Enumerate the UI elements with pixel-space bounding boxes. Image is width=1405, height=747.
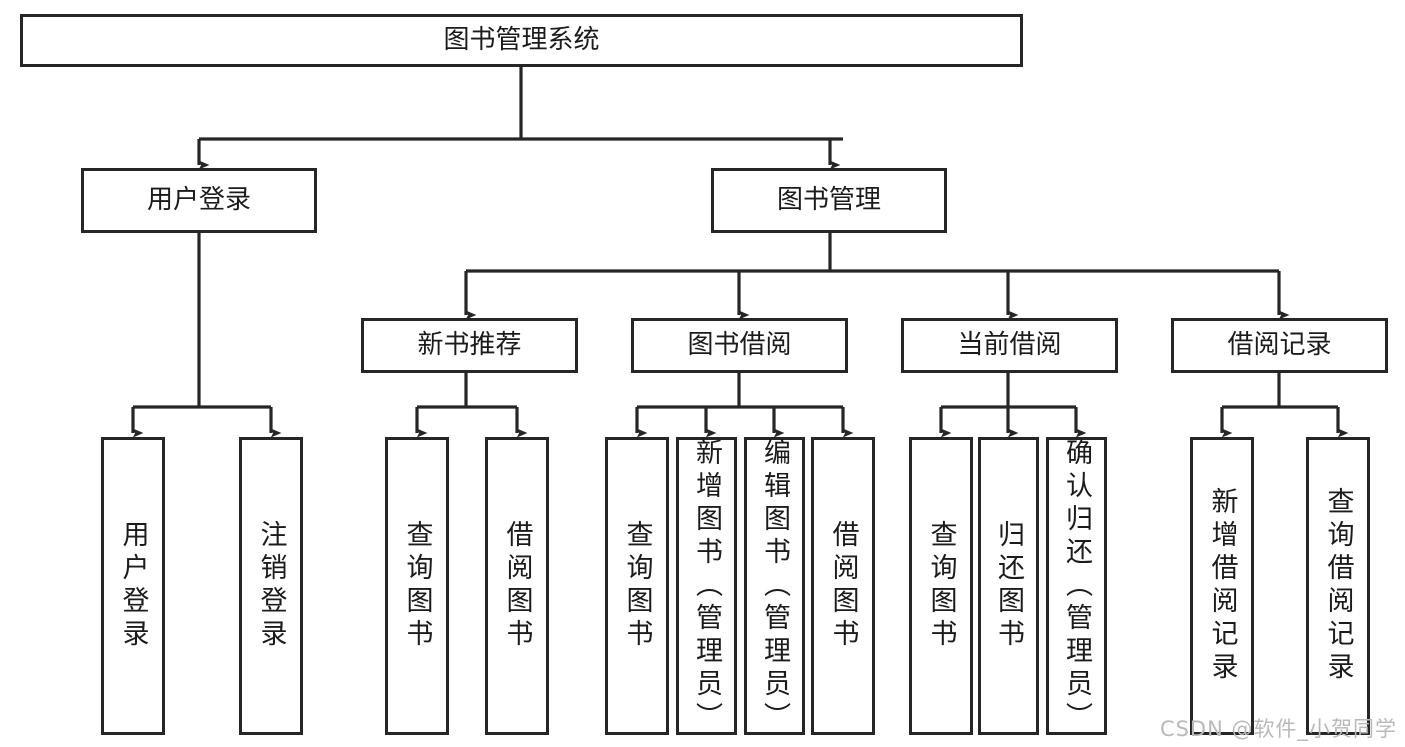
node-leaf-borrow-book-2[interactable]: 借阅图书	[811, 437, 875, 735]
node-leaf-query-book-1-label: 查询图书	[401, 520, 433, 652]
node-leaf-return-book[interactable]: 归还图书	[978, 437, 1039, 735]
node-user-login-label: 用户登录	[146, 184, 251, 215]
node-leaf-borrow-book-2-label: 借阅图书	[827, 520, 859, 652]
node-current-borrow-label: 当前借阅	[957, 329, 1062, 360]
node-leaf-add-book[interactable]: 新增图书（管理员）	[676, 437, 737, 735]
node-leaf-edit-book-label: 编辑图书（管理员）	[759, 437, 790, 735]
node-root-label: 图书管理系统	[443, 24, 600, 55]
node-leaf-add-record[interactable]: 新增借阅记录	[1190, 437, 1254, 735]
node-book-borrow[interactable]: 图书借阅	[631, 318, 848, 373]
node-leaf-add-record-label: 新增借阅记录	[1206, 487, 1238, 685]
node-user-login[interactable]: 用户登录	[81, 168, 317, 233]
node-leaf-return-book-label: 归还图书	[993, 520, 1024, 652]
node-leaf-query-record[interactable]: 查询借阅记录	[1306, 437, 1370, 735]
node-leaf-query-book-3[interactable]: 查询图书	[909, 437, 973, 735]
node-leaf-user-login-label: 用户登录	[117, 520, 149, 652]
node-root[interactable]: 图书管理系统	[20, 14, 1023, 67]
node-current-borrow[interactable]: 当前借阅	[901, 318, 1118, 373]
node-leaf-borrow-book-1-label: 借阅图书	[501, 520, 533, 652]
node-new-book-recommend-label: 新书推荐	[417, 329, 522, 360]
node-leaf-confirm-return[interactable]: 确认归还（管理员）	[1046, 437, 1107, 735]
node-leaf-query-book-2[interactable]: 查询图书	[605, 437, 669, 735]
node-leaf-user-login[interactable]: 用户登录	[101, 437, 165, 735]
node-borrow-record-label: 借阅记录	[1227, 329, 1332, 360]
node-book-borrow-label: 图书借阅	[687, 329, 792, 360]
node-leaf-add-book-label: 新增图书（管理员）	[691, 437, 722, 735]
node-leaf-query-book-2-label: 查询图书	[621, 520, 653, 652]
node-borrow-record[interactable]: 借阅记录	[1171, 318, 1388, 373]
node-leaf-logout-label: 注销登录	[255, 520, 287, 652]
node-leaf-query-book-1[interactable]: 查询图书	[385, 437, 449, 735]
node-new-book-recommend[interactable]: 新书推荐	[361, 318, 578, 373]
node-leaf-borrow-book-1[interactable]: 借阅图书	[485, 437, 549, 735]
node-leaf-confirm-return-label: 确认归还（管理员）	[1061, 437, 1092, 735]
node-leaf-query-book-3-label: 查询图书	[925, 520, 957, 652]
node-book-management-label: 图书管理	[776, 184, 881, 215]
node-leaf-edit-book[interactable]: 编辑图书（管理员）	[744, 437, 805, 735]
node-leaf-logout[interactable]: 注销登录	[239, 437, 303, 735]
node-book-management[interactable]: 图书管理	[711, 168, 947, 233]
node-leaf-query-record-label: 查询借阅记录	[1322, 487, 1354, 685]
